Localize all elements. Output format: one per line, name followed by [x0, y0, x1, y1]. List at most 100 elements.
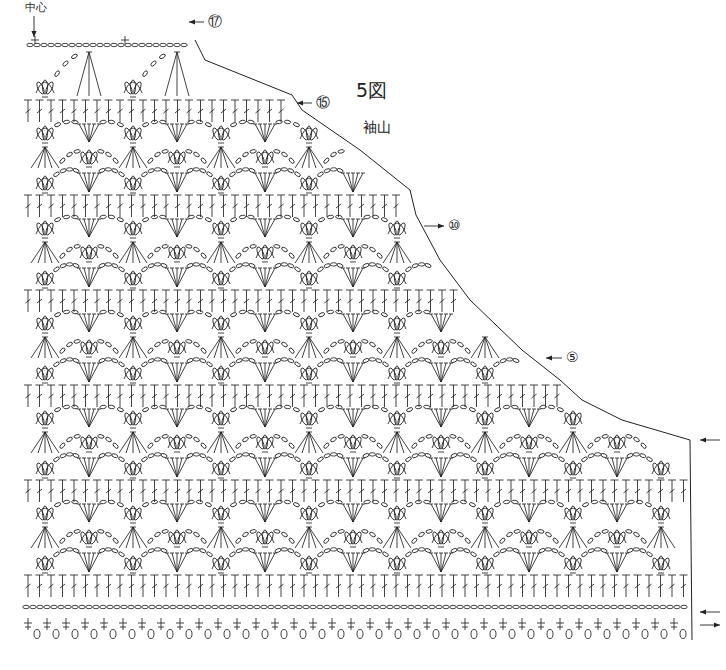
fan-stitch — [397, 337, 398, 358]
double-crochet-tick — [141, 394, 146, 398]
bobble-petal — [572, 412, 582, 426]
double-crochet-tick — [382, 584, 387, 588]
chain-stitch — [464, 442, 471, 449]
bobble-petal — [88, 341, 98, 355]
bobble-petal — [308, 367, 318, 381]
chain-stitch — [247, 405, 254, 409]
chain-stitch — [552, 537, 559, 544]
chain-stitch — [242, 548, 248, 551]
double-crochet-bar — [208, 385, 216, 386]
chain-stitch — [60, 548, 67, 553]
chain-stitch — [97, 529, 104, 534]
chain-stitch — [117, 312, 124, 318]
bobble-base — [482, 383, 488, 384]
chain-stitch — [537, 434, 544, 439]
double-crochet-bar — [358, 290, 366, 291]
double-crochet-tick — [37, 584, 42, 588]
fan-stitch — [348, 314, 353, 332]
chain-stitch — [581, 456, 588, 462]
fan-stitch-bar — [439, 504, 443, 505]
chain-stitch — [375, 358, 382, 363]
double-crochet-bar — [162, 575, 170, 576]
double-crochet-tick — [532, 394, 537, 398]
fan-stitch — [431, 314, 441, 332]
double-crochet-tick — [612, 489, 617, 493]
fan-stitch — [397, 337, 404, 358]
fan-stitch — [309, 337, 310, 358]
double-crochet-tick — [60, 204, 65, 208]
fan-stitch-bar — [356, 409, 360, 410]
double-crochet-bar — [128, 480, 136, 481]
double-crochet-tick — [106, 394, 111, 398]
fan-stitch — [84, 268, 89, 287]
fan-stitch — [529, 504, 534, 522]
double-crochet-bar — [450, 385, 458, 386]
chain-stitch — [512, 453, 519, 458]
fan-stitch — [265, 553, 275, 572]
double-crochet-bar — [139, 385, 147, 386]
bobble-outline — [520, 437, 538, 448]
fan-stitch-bar — [346, 504, 350, 505]
double-crochet-bar — [243, 195, 251, 196]
fan-stitch-bar — [175, 409, 179, 410]
double-crochet-bar — [611, 575, 619, 576]
fan-stitch — [84, 458, 89, 477]
fan-stitch — [177, 314, 182, 332]
bobble-base — [42, 383, 48, 384]
fan-stitch — [485, 527, 486, 548]
double-crochet-tick — [72, 109, 77, 113]
double-crochet-tick — [256, 204, 261, 208]
fan-stitch — [397, 432, 398, 453]
double-crochet-tick — [325, 394, 330, 398]
double-crochet-bar — [254, 480, 262, 481]
fan-stitch — [177, 363, 182, 382]
bobble-petal — [475, 557, 485, 571]
double-crochet-tick — [221, 109, 226, 113]
bobble-petal — [44, 557, 54, 571]
chain-stitch — [452, 405, 459, 409]
chain-stitch — [362, 358, 369, 363]
fan-stitch-bar — [87, 268, 91, 269]
fan-stitch — [654, 527, 661, 548]
double-crochet-bar — [208, 480, 216, 481]
chain-stitch — [335, 500, 342, 504]
double-crochet-tick — [279, 584, 284, 588]
fan-stitch-bar — [439, 363, 443, 364]
fan-stitch — [612, 504, 617, 522]
fan-stitch — [436, 553, 441, 572]
bobble-base — [306, 333, 312, 334]
bobble-petal — [132, 462, 142, 476]
chain-stitch — [364, 310, 371, 314]
double-crochet-tick — [83, 584, 88, 588]
fan-stitch — [390, 527, 397, 548]
fan-stitch-bar — [263, 553, 267, 554]
fan-stitch — [221, 527, 235, 548]
bobble-petal — [132, 412, 142, 426]
chain-stitch — [63, 405, 70, 409]
fan-stitch-bar — [263, 458, 267, 459]
double-crochet-tick — [198, 394, 203, 398]
double-crochet-bar — [139, 290, 147, 291]
fan-stitch — [441, 504, 451, 522]
chain-stitch — [361, 434, 368, 439]
fan-stitch-bar — [175, 458, 179, 459]
chain-stitch — [141, 361, 148, 367]
fan-stitch — [661, 527, 675, 548]
fan-stitch — [529, 409, 539, 427]
double-crochet-bar — [254, 100, 262, 101]
chain-stitch — [108, 405, 115, 409]
double-crochet-bar — [312, 575, 320, 576]
fan-stitch — [309, 337, 323, 358]
double-crochet-bar — [300, 290, 308, 291]
chain-stitch — [199, 453, 206, 458]
chain-stitch — [406, 312, 413, 318]
bobble-petal — [343, 341, 353, 355]
fan-stitch — [573, 432, 574, 453]
double-crochet-tick — [417, 489, 422, 493]
double-crochet-tick — [647, 489, 652, 493]
bobble-outline — [388, 368, 406, 379]
double-crochet-bar — [128, 195, 136, 196]
chain-stitch — [111, 548, 118, 553]
double-crochet-bar — [70, 385, 78, 386]
chain-stitch — [426, 529, 433, 534]
